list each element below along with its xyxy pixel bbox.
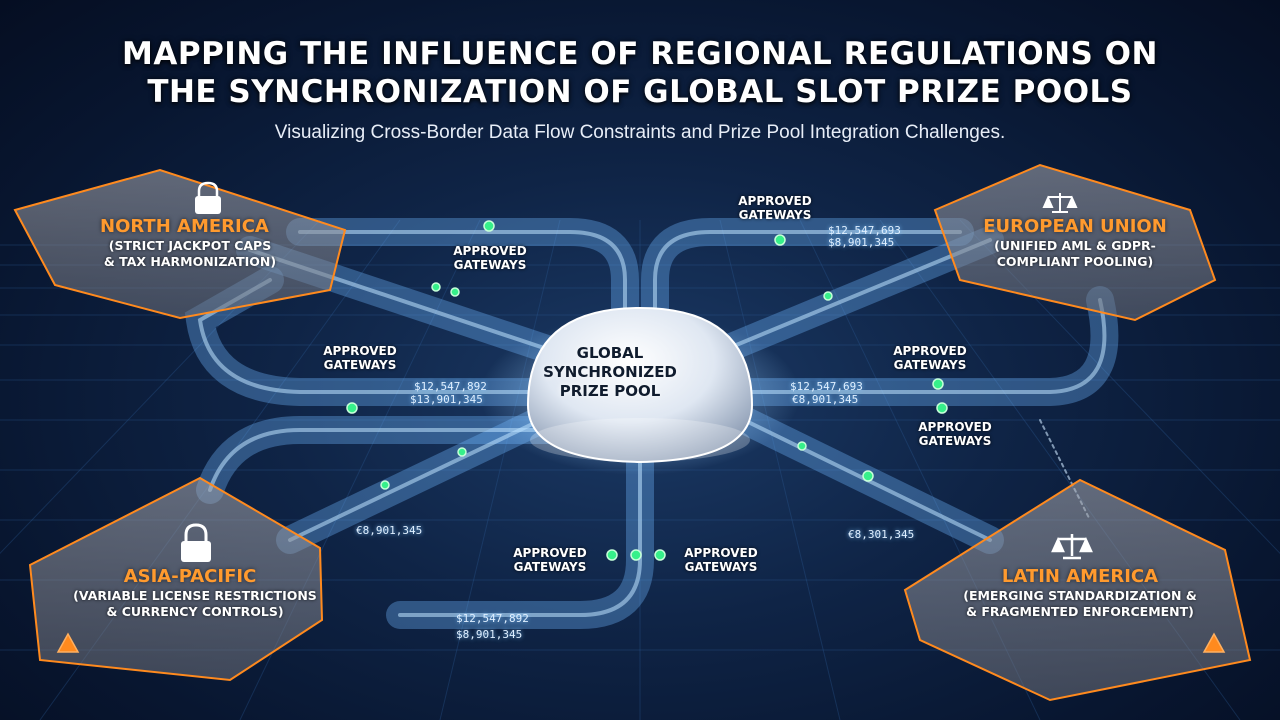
gateway-label-line: APPROVED <box>684 546 758 560</box>
stream-value: €8,301,345 <box>848 528 915 541</box>
gateway-label-line: GATEWAYS <box>738 208 812 222</box>
stream-value: €8,901,345 <box>792 393 859 406</box>
page-title-line2: THE SYNCHRONIZATION OF GLOBAL SLOT PRIZE… <box>147 74 1133 110</box>
gateway-label: APPROVED GATEWAYS <box>676 546 766 574</box>
lock-icon <box>181 523 211 562</box>
gateway-node <box>862 470 874 482</box>
gateway-node <box>774 234 786 246</box>
asia-pacific-hex <box>28 476 324 682</box>
gateway-label-line: GATEWAYS <box>684 560 758 574</box>
european-union-hex <box>933 163 1217 322</box>
gateway-node <box>380 480 390 490</box>
gateway-label: APPROVED GATEWAYS <box>730 194 820 222</box>
gateway-node <box>606 549 618 561</box>
region-asia-pacific-name: ASIA-PACIFIC <box>123 566 257 587</box>
gateway-label: APPROVED GATEWAYS <box>445 244 535 272</box>
gateway-label-line: GATEWAYS <box>323 358 397 372</box>
gateway-node <box>457 447 467 457</box>
stream-value: €8,901,345 <box>356 524 423 537</box>
gateway-label-line: APPROVED <box>738 194 812 208</box>
gateway-node <box>654 549 666 561</box>
gateway-label-line: APPROVED <box>453 244 527 258</box>
gateway-label: APPROVED GATEWAYS <box>315 344 405 372</box>
hub-label-line3: PRIZE POOL <box>559 382 661 400</box>
region-desc-line: (VARIABLE LICENSE RESTRICTIONS <box>73 588 317 603</box>
lock-icon <box>195 181 221 214</box>
hub-label-line2: SYNCHRONIZED <box>543 363 677 381</box>
gateway-label: APPROVED GATEWAYS <box>910 420 1000 448</box>
warning-icon <box>1202 632 1226 653</box>
scales-icon <box>1042 193 1078 213</box>
stream-value: $13,901,345 <box>410 393 483 406</box>
gateway-label-line: APPROVED <box>918 420 992 434</box>
gateway-label: APPROVED GATEWAYS <box>885 344 975 372</box>
region-desc-line: & FRAGMENTED ENFORCEMENT) <box>966 604 1194 619</box>
page-title-line1: MAPPING THE INFLUENCE OF REGIONAL REGULA… <box>122 36 1158 72</box>
stream-value: $12,547,892 <box>414 380 487 393</box>
gateway-label-line: GATEWAYS <box>453 258 527 272</box>
region-desc-line: COMPLIANT POOLING) <box>996 254 1154 269</box>
region-latin-america-name: LATIN AMERICA <box>1001 566 1159 587</box>
gateway-node <box>823 291 833 301</box>
gateway-label-line: APPROVED <box>323 344 397 358</box>
gateway-nodes <box>346 220 948 561</box>
gateway-node <box>932 378 944 390</box>
stream-value: $12,547,693 <box>790 380 863 393</box>
region-desc-line: (UNIFIED AML & GDPR- <box>994 238 1156 253</box>
stream-value: $12,547,892 <box>456 612 529 625</box>
gateway-node <box>630 549 642 561</box>
warning-icon <box>56 632 80 653</box>
stream-value: $8,901,345 <box>456 628 523 641</box>
scales-icon <box>1051 534 1093 560</box>
gateway-node <box>797 441 807 451</box>
gateway-label-line: GATEWAYS <box>513 560 587 574</box>
gateway-node <box>450 287 460 297</box>
region-european-union-name: EUROPEAN UNION <box>983 216 1167 237</box>
gateway-node <box>346 402 358 414</box>
central-hub <box>480 306 800 475</box>
latin-america-hex <box>903 478 1252 702</box>
region-north-america-desc: (STRICT JACKPOT CAPS & TAX HARMONIZATION… <box>90 238 290 270</box>
page-subtitle: Visualizing Cross-Border Data Flow Const… <box>274 122 1006 143</box>
gateway-label: APPROVED GATEWAYS <box>505 546 595 574</box>
gateway-label-line: GATEWAYS <box>918 434 992 448</box>
region-asia-pacific-desc: (VARIABLE LICENSE RESTRICTIONS & CURRENC… <box>55 588 335 620</box>
region-european-union-desc: (UNIFIED AML & GDPR- COMPLIANT POOLING) <box>975 238 1175 270</box>
hub-label-line1: GLOBAL <box>576 344 644 362</box>
hub-label: GLOBAL SYNCHRONIZED PRIZE POOL <box>540 344 680 401</box>
region-desc-line: (EMERGING STANDARDIZATION & <box>963 588 1197 603</box>
stream-value: $8,901,345 <box>828 236 895 249</box>
north-america-hex <box>13 168 347 320</box>
gateway-label-line: GATEWAYS <box>893 358 967 372</box>
gateway-label-line: APPROVED <box>513 546 587 560</box>
region-desc-line: & TAX HARMONIZATION) <box>103 254 277 269</box>
region-latin-america-desc: (EMERGING STANDARDIZATION & & FRAGMENTED… <box>950 588 1210 620</box>
region-north-america-name: NORTH AMERICA <box>100 216 269 237</box>
gateway-label-line: APPROVED <box>893 344 967 358</box>
stream-value: $12,547,693 <box>828 224 901 237</box>
region-desc-line: (STRICT JACKPOT CAPS <box>108 238 272 253</box>
gateway-node <box>431 282 441 292</box>
gateway-node <box>936 402 948 414</box>
region-shapes <box>13 163 1252 702</box>
region-desc-line: & CURRENCY CONTROLS) <box>106 604 284 619</box>
gateway-node <box>483 220 495 232</box>
